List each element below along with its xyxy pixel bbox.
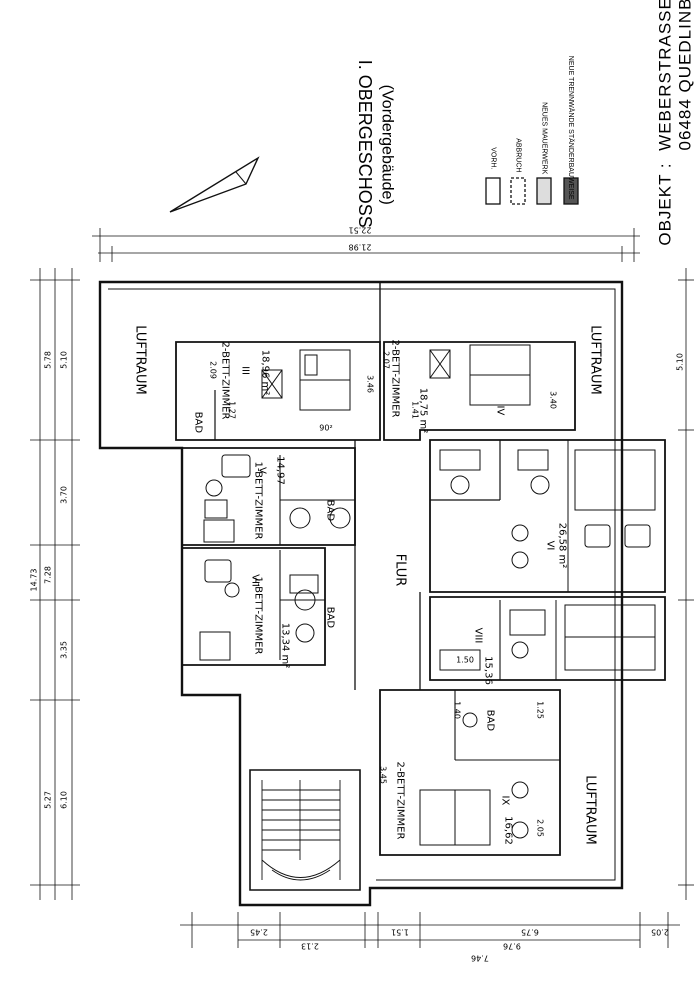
dim-note-346: 3.46 <box>366 375 375 393</box>
sheet-title: I. OBERGESCHOSS <box>355 60 375 228</box>
furniture <box>199 344 656 846</box>
dim-note-209: 2.09 <box>209 361 218 379</box>
room-3-area: 18,96 m² <box>260 350 271 396</box>
room-4-number: IV <box>495 406 506 416</box>
luftraum-right: LUFTRAUM <box>588 325 603 394</box>
dim-left-a: 5.10 <box>60 351 69 369</box>
room-6-area: 26,58 m² <box>557 523 568 569</box>
dim-left-f: 5.27 <box>44 791 53 809</box>
dim-note-207: 2.07 <box>382 351 391 369</box>
object-label: OBJEKT : <box>656 162 675 245</box>
dim-bot-g: 2.05 <box>651 928 669 937</box>
building-walls <box>98 280 666 907</box>
room-7-area: 13,34 m² <box>280 623 291 669</box>
flur-label: FLUR <box>393 554 408 587</box>
dim-note-150: 1.50 <box>456 656 474 665</box>
dim-note-141: 1.41 <box>411 401 420 419</box>
room-3-number: III <box>240 366 251 375</box>
dim-bot-d: 9.76 <box>503 942 521 951</box>
dim-left-e: 7.28 <box>44 566 53 584</box>
legend-swatch-new-partition <box>563 177 579 205</box>
dim-top-total: 22.51 <box>349 226 372 235</box>
dim-bot-b: 2.13 <box>301 942 319 951</box>
luftraum-bottom-right: LUFTRAUM <box>583 775 598 844</box>
dimension-top <box>92 228 640 262</box>
dimension-left <box>30 268 80 900</box>
room-5-number: V <box>257 467 268 474</box>
dim-note-902: 90² <box>319 424 332 433</box>
dim-bot-f: 7.46 <box>471 954 489 963</box>
room-7-number: VII <box>250 574 261 587</box>
bath-label-4: BAD <box>485 710 496 732</box>
bath-label-3: BAD <box>325 607 336 629</box>
room-8-area: 15,36 <box>483 656 494 685</box>
room-9-label: 2-BETT-ZIMMER <box>395 762 406 840</box>
room-7-label: 1-BETT-ZIMMER <box>253 577 264 655</box>
object-name: WEBERSTRASSE <box>656 0 675 151</box>
room-5-area: 14,97 <box>275 456 286 485</box>
legend-label-new-masonry: NEUES MAUERWERK <box>541 102 548 175</box>
room-4-label: 2-BETT-ZIMMER <box>390 340 401 418</box>
bath-label-1: BAD <box>193 412 204 434</box>
bath-label-2: BAD <box>325 500 336 522</box>
legend-swatch-new-masonry <box>536 177 552 205</box>
dim-note-140: 1.40 <box>453 701 462 719</box>
legend-swatch-demolition <box>510 177 526 205</box>
dim-right-a: 5.10 <box>676 353 685 371</box>
dim-note-125: 1.25 <box>536 701 545 719</box>
room-9-area: 16,62 <box>503 816 514 845</box>
staircase <box>261 780 341 881</box>
dim-note-345: 3.45 <box>379 766 388 784</box>
legend-label-existing: VORH. <box>490 147 497 169</box>
legend: VORH. ABBRUCH NEUES MAUERWERK NEUE TRENN… <box>485 56 579 205</box>
room-9-number: IX <box>500 796 511 806</box>
legend-label-demolition: ABBRUCH <box>515 138 522 172</box>
dim-note-127: 1.27 <box>228 401 237 419</box>
room-8-number: VIII <box>473 628 484 644</box>
luftraum-left: LUFTRAUM <box>133 325 148 394</box>
dim-left-total: 14.73 <box>30 569 39 592</box>
room-5-label: 1-BETT-ZIMMER <box>253 462 264 540</box>
dim-left-b: 5.78 <box>44 351 53 369</box>
dim-left-g: 6.10 <box>60 791 69 809</box>
dim-note-340: 3.40 <box>549 391 558 409</box>
dim-bot-e: 6.75 <box>521 928 539 937</box>
room-4-area: 18,75 m² <box>418 388 429 434</box>
dim-bot-c: 1.51 <box>391 928 409 937</box>
legend-swatch-existing <box>485 177 501 205</box>
dimension-bottom <box>180 912 680 948</box>
room-6-number: VI <box>545 541 556 551</box>
dimension-right <box>678 268 694 900</box>
dim-bot-a: 2.45 <box>250 928 268 937</box>
sheet-subtitle: (Vordergebäude) <box>378 85 395 205</box>
dim-top-inner: 21.98 <box>349 243 372 252</box>
dim-left-d: 3.35 <box>60 641 69 659</box>
room-3-label: 2-BETT-ZIMMER <box>220 342 231 420</box>
north-arrow-icon <box>169 156 260 213</box>
dim-left-c: 3.70 <box>60 486 69 504</box>
object-city: 06484 QUEDLINB <box>676 0 695 150</box>
dim-note-205: 2.05 <box>536 819 545 837</box>
legend-label-new-partition: NEUE TRENNWÄNDE STÄNDERBAUWEISE <box>567 56 575 200</box>
